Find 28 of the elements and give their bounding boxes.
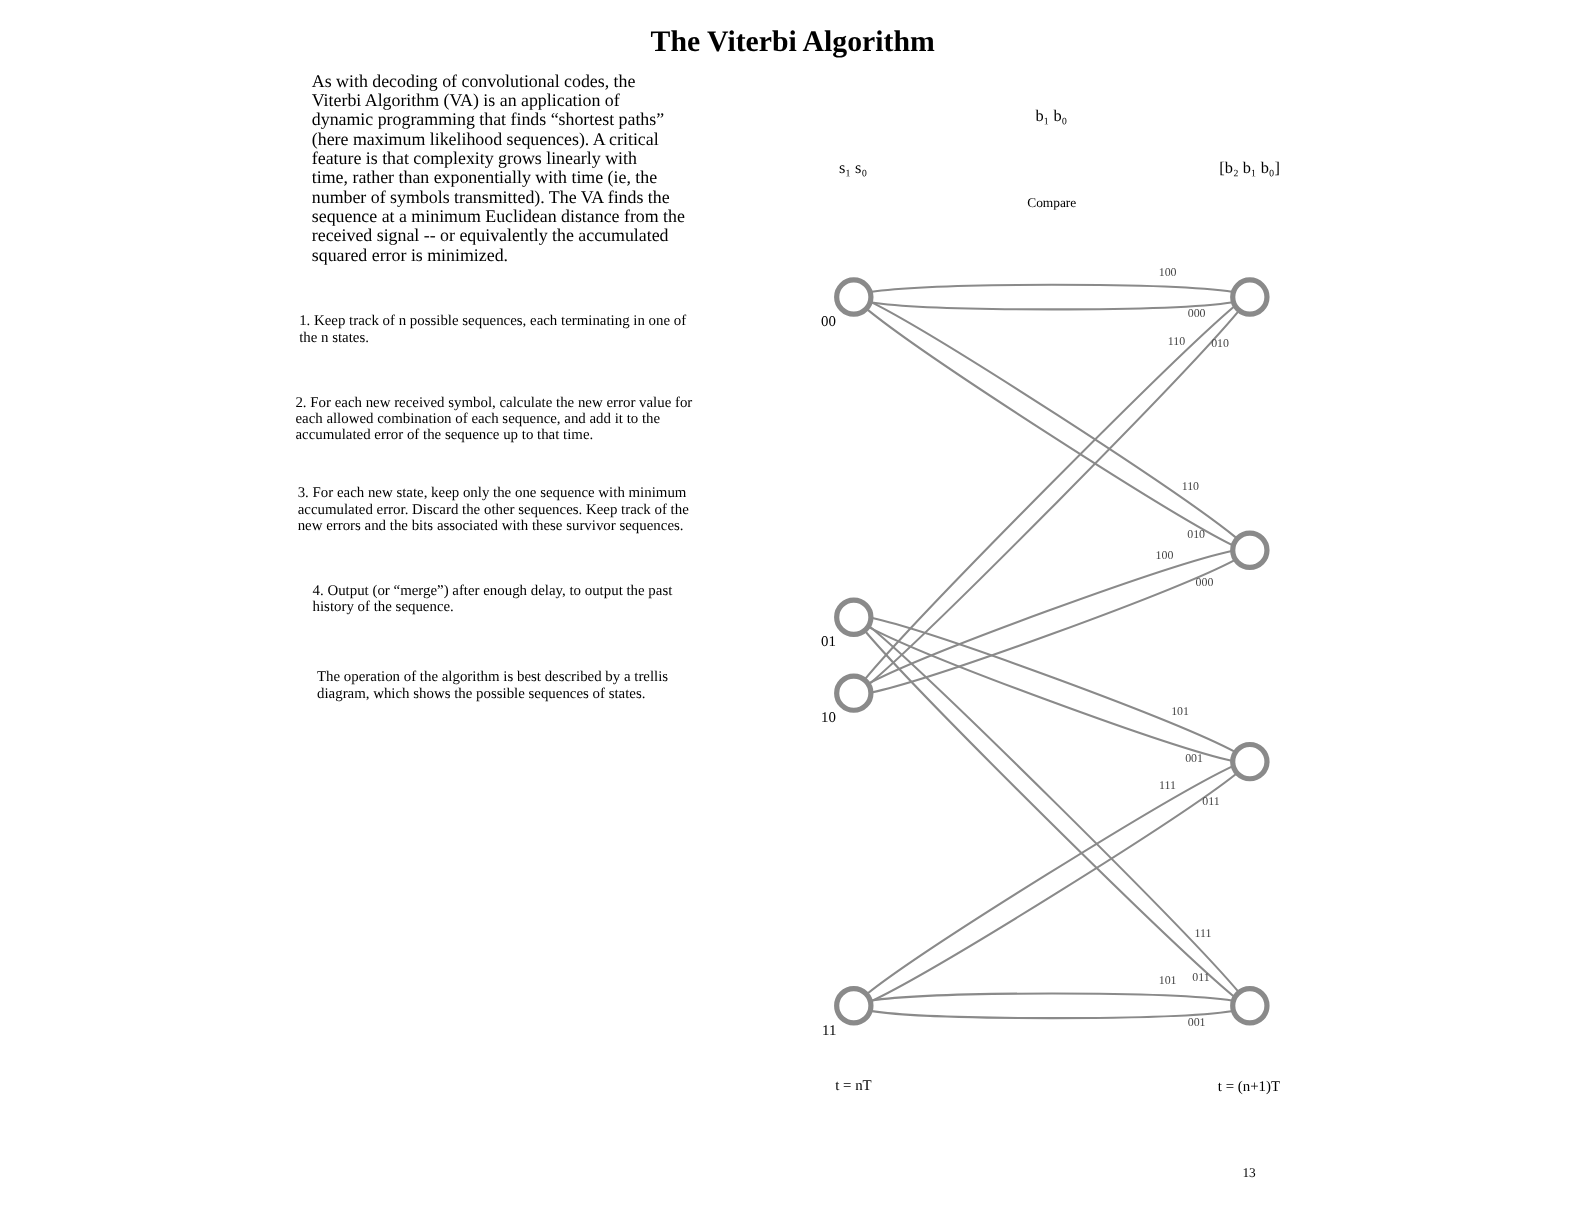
node-circle (1230, 530, 1270, 570)
node-circle (1230, 277, 1270, 317)
diagram-title: The Viterbi Algorithm (650, 27, 935, 60)
label: t = (n+1)T (1217, 1077, 1281, 1096)
node-label: 01 (821, 632, 836, 651)
node-circle (834, 597, 874, 637)
connector (870, 1009, 1234, 1020)
node-label: 10 (821, 708, 836, 727)
label: s₁ s₀ (838, 159, 868, 178)
node-circle (1230, 741, 1270, 782)
node-circle (834, 986, 874, 1026)
node-circle (834, 673, 874, 713)
label: The operation of the algorithm is best described by a trellis diagram, which shows the possible sequences of states. (317, 667, 669, 702)
label: 3. For each new state, keep only the one sequence with minimum accumulated error. Discard the other sequences. Keep track of the new errors and the bits associated with these survivor sequences. (297, 483, 689, 535)
label: As with decoding of convolutional codes, the Viterbi Algorithm (VA) is an application of dynamic programming that finds “shortest paths” (here maximum likelihood sequences). A critical feature is that complexity grows linearly with time, rather than exponentially with time (ie, the number of symbols transmitted). The VA finds the sequence at a minimum Euclidean distance from the received signal -- or equivalently the accumulated squared error is minimized. (311, 70, 685, 265)
node-label: 00 (821, 312, 836, 331)
label: t = nT (835, 1075, 872, 1094)
connector (870, 283, 1234, 294)
label: [b₂ b₁ b₀] (1219, 159, 1281, 178)
node-label: 11 (822, 1020, 837, 1039)
connector (870, 301, 1234, 311)
node-circle (1230, 986, 1270, 1026)
label: 2. For each new received symbol, calculate the new error value for each allowed combination of each sequence, and add it to the accumulated error of the sequence up to that time. (295, 392, 693, 444)
label: 1. Keep track of n possible sequences, each terminating in one of the n states. (299, 311, 687, 346)
label: b₁ b₀ (1035, 107, 1068, 126)
label: 4. Output (or “merge”) after enough delay, to output the past history of the sequence. (312, 580, 673, 616)
connector (870, 992, 1234, 1002)
node-circle (834, 277, 874, 317)
